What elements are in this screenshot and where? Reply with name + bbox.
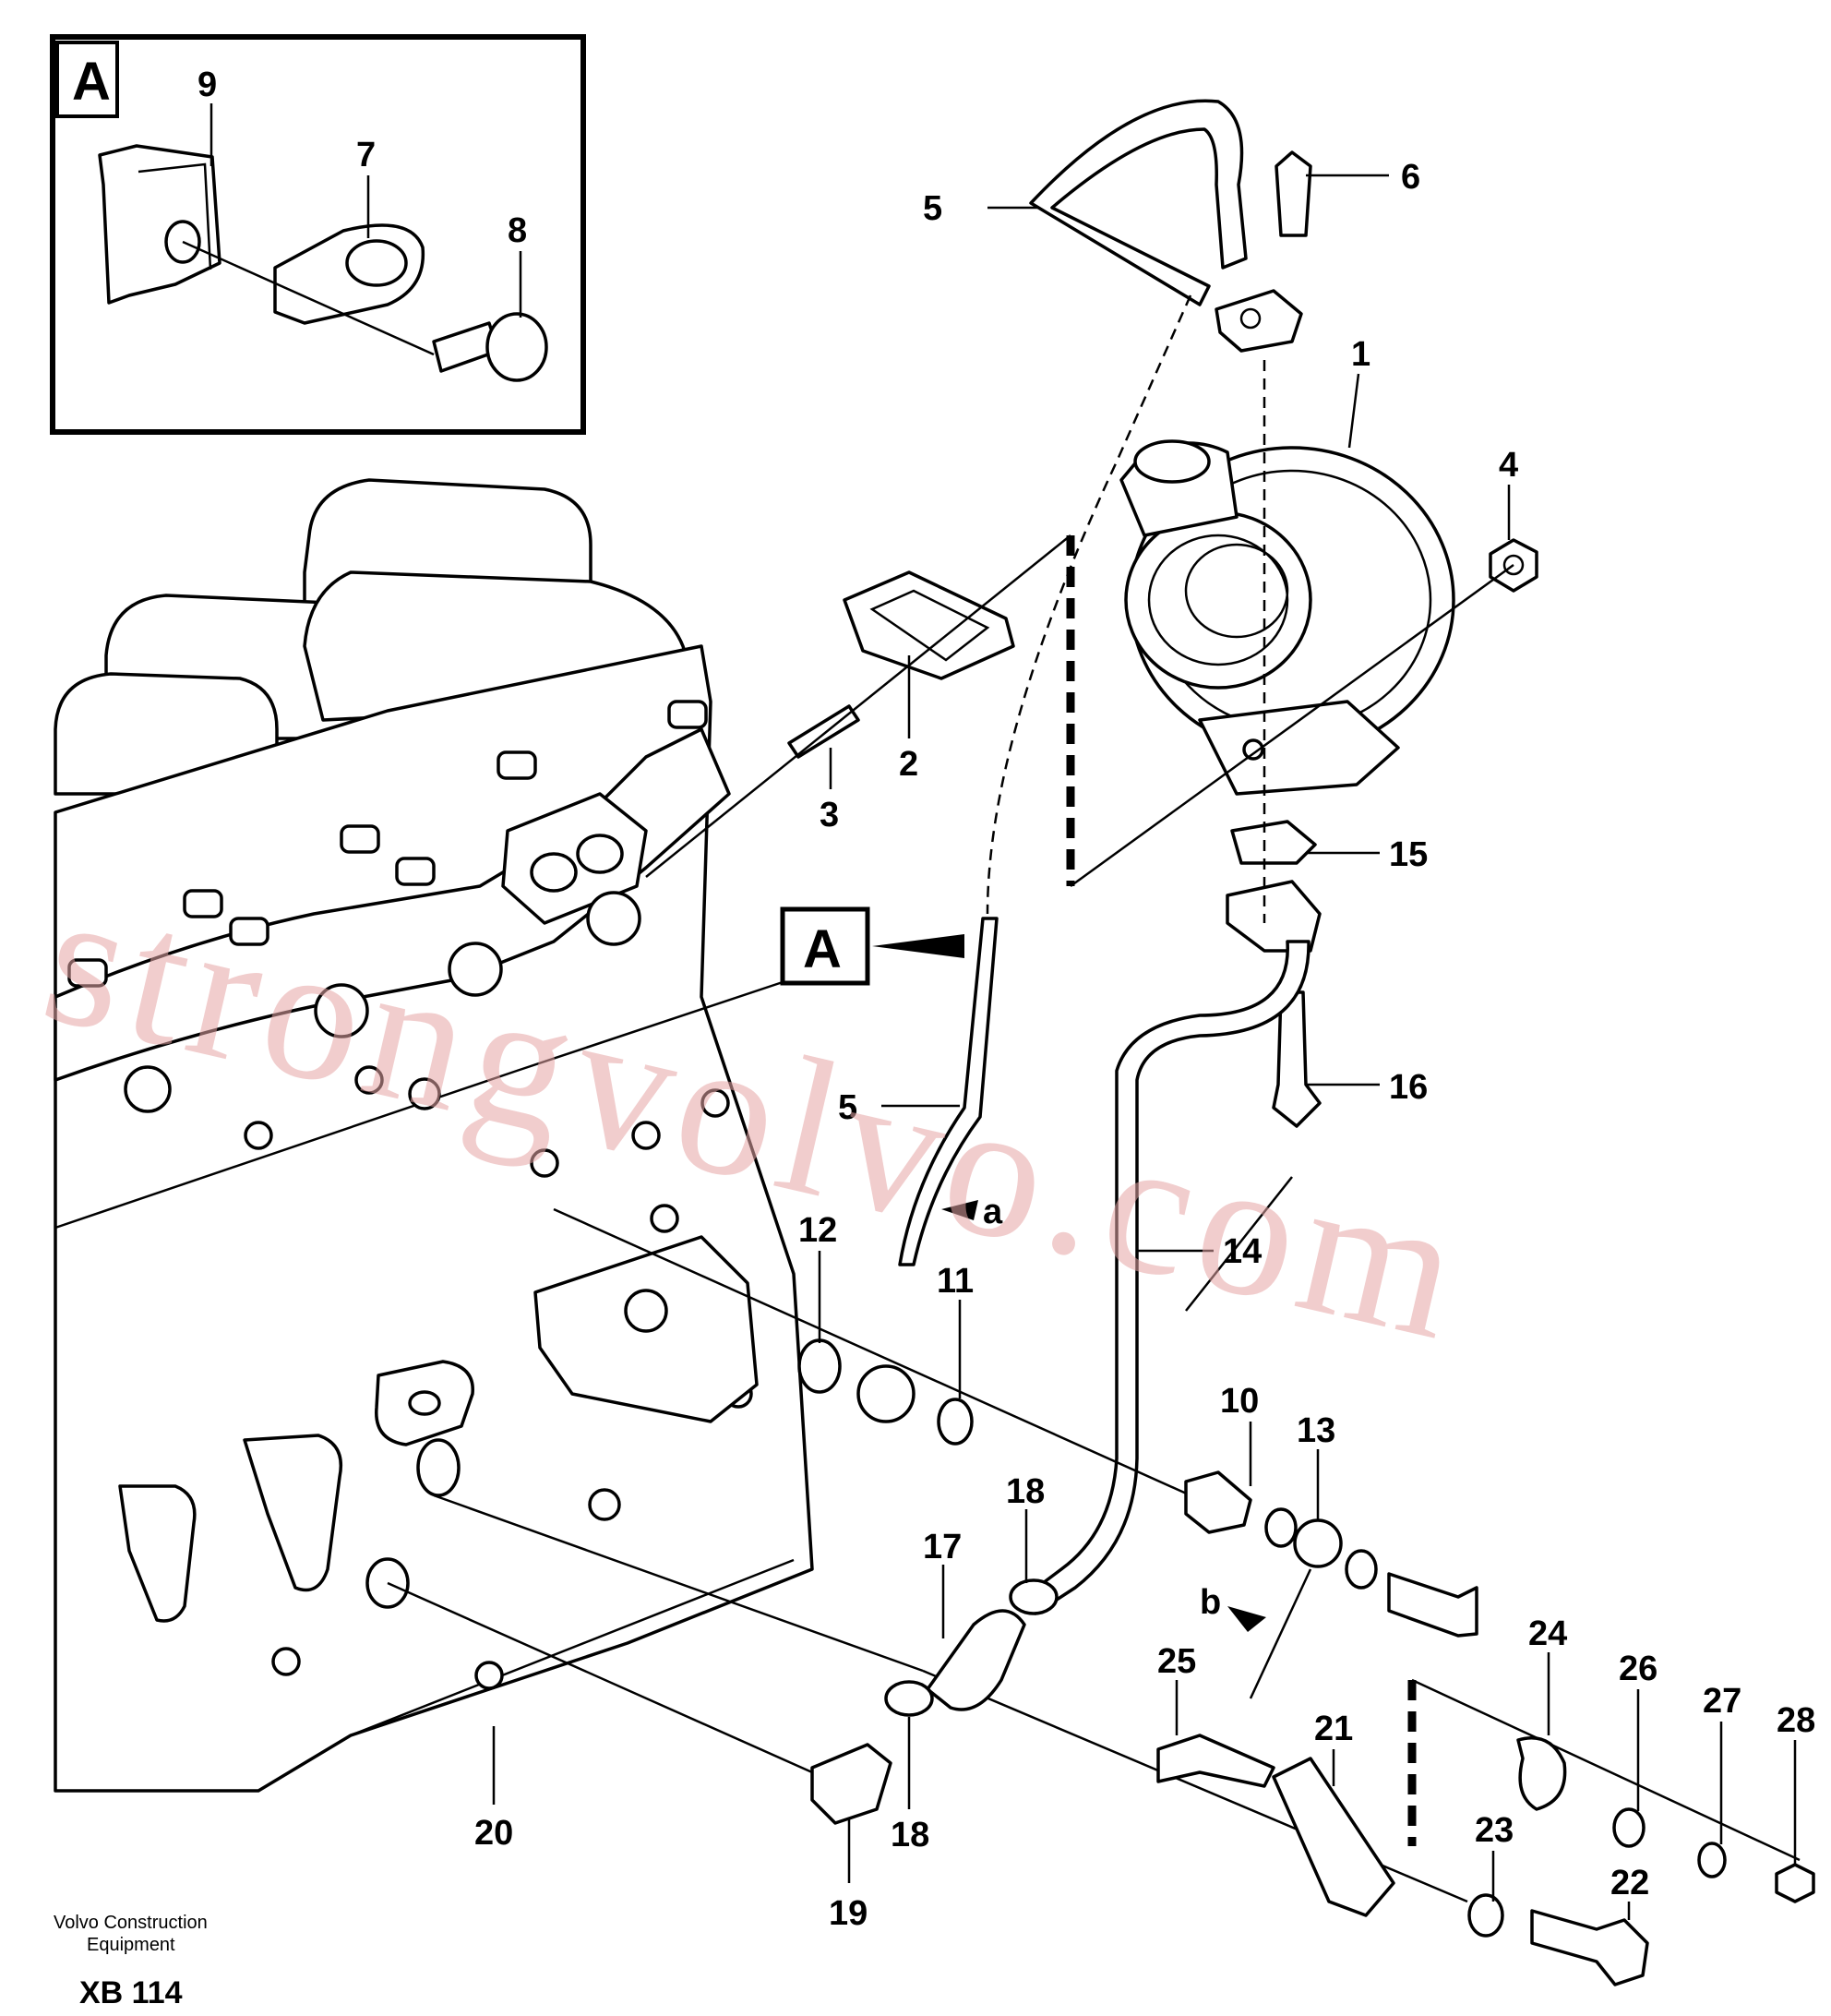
arrow-label-b: b [1200,1583,1221,1622]
engine-block [54,478,814,1793]
label-4: 4 [1499,446,1518,485]
banjo-bolt [1387,1572,1478,1638]
bracket-21 [1272,1757,1395,1917]
label-15: 15 [1389,835,1428,874]
hose-clamp-18-lower [884,1680,934,1717]
bolt-6 [1275,150,1312,237]
label-13: 13 [1297,1411,1335,1450]
label-1: 1 [1351,335,1370,374]
label-20: 20 [474,1814,513,1853]
label-11: 11 [937,1262,974,1301]
footer-company-line2: Equipment [87,1935,175,1955]
turbocharger [1119,439,1455,796]
label-10: 10 [1220,1382,1259,1421]
leader-lines [492,174,1797,1920]
inset-letter: A [72,52,111,112]
label-2: 2 [899,745,918,784]
hose-clamp-18-upper [1009,1578,1059,1615]
label-18-lower: 18 [891,1816,929,1854]
exhaust-manifold [54,727,731,1082]
label-18-upper: 18 [1006,1472,1045,1511]
label-6: 6 [1401,158,1420,197]
label-14: 14 [1223,1232,1262,1271]
footer-company-line1: Volvo Construction [54,1913,208,1933]
oil-pipe-5-upper [1029,99,1248,306]
exhaust-gasket [843,570,1015,680]
washer-27 [1697,1842,1727,1878]
banjo-13 [1293,1518,1343,1568]
clamp-24 [1516,1736,1567,1811]
label-7: 7 [356,136,376,174]
bolt-25 [1156,1734,1275,1788]
oil-pipe-5-lower [898,917,999,1266]
gasket-15 [1230,820,1317,865]
label-26: 26 [1619,1650,1657,1688]
label-25: 25 [1157,1642,1196,1681]
label-21: 21 [1314,1710,1353,1748]
washer-11 [937,1398,974,1446]
label-23: 23 [1475,1811,1514,1850]
manifold-flange [501,792,648,925]
label-22: 22 [1610,1864,1649,1902]
footer: Volvo Construction Equipment XB 114 [54,1913,208,2010]
washer-12 [797,1338,842,1394]
elbow-19 [810,1743,892,1825]
turbo-outlet-flange-hole [1242,738,1264,761]
bolt-22 [1530,1909,1649,1986]
inset-bracket [98,144,221,305]
inset-detail-a: A 9 7 8 [50,34,586,435]
label-5-upper: 5 [923,189,942,228]
hose-17 [926,1609,1026,1711]
drain-flange [1226,880,1322,953]
view-marker-letter: A [803,919,842,979]
nipple-10 [1184,1470,1252,1534]
nut-28 [1775,1863,1815,1903]
label-19: 19 [829,1894,868,1933]
banjo-fitting [856,1364,916,1423]
view-marker-a: A [780,906,964,986]
label-3: 3 [820,796,839,834]
label-17: 17 [923,1528,962,1566]
label-5-lower: 5 [838,1088,857,1127]
label-28: 28 [1777,1701,1815,1740]
label-8: 8 [508,211,527,250]
footer-code: XB 114 [79,1975,183,2010]
washer-26 [1612,1807,1646,1848]
label-27: 27 [1703,1682,1741,1721]
label-9: 9 [197,66,217,104]
label-24: 24 [1528,1614,1567,1653]
washer-23 [1467,1893,1504,1938]
part-labels: 1 2 3 4 5 5 6 10 11 12 13 14 15 16 17 18… [474,158,1815,1933]
arrow-label-a: a [983,1193,1003,1231]
label-16: 16 [1389,1068,1428,1107]
label-12: 12 [798,1211,837,1250]
bolt-16 [1272,990,1322,1128]
